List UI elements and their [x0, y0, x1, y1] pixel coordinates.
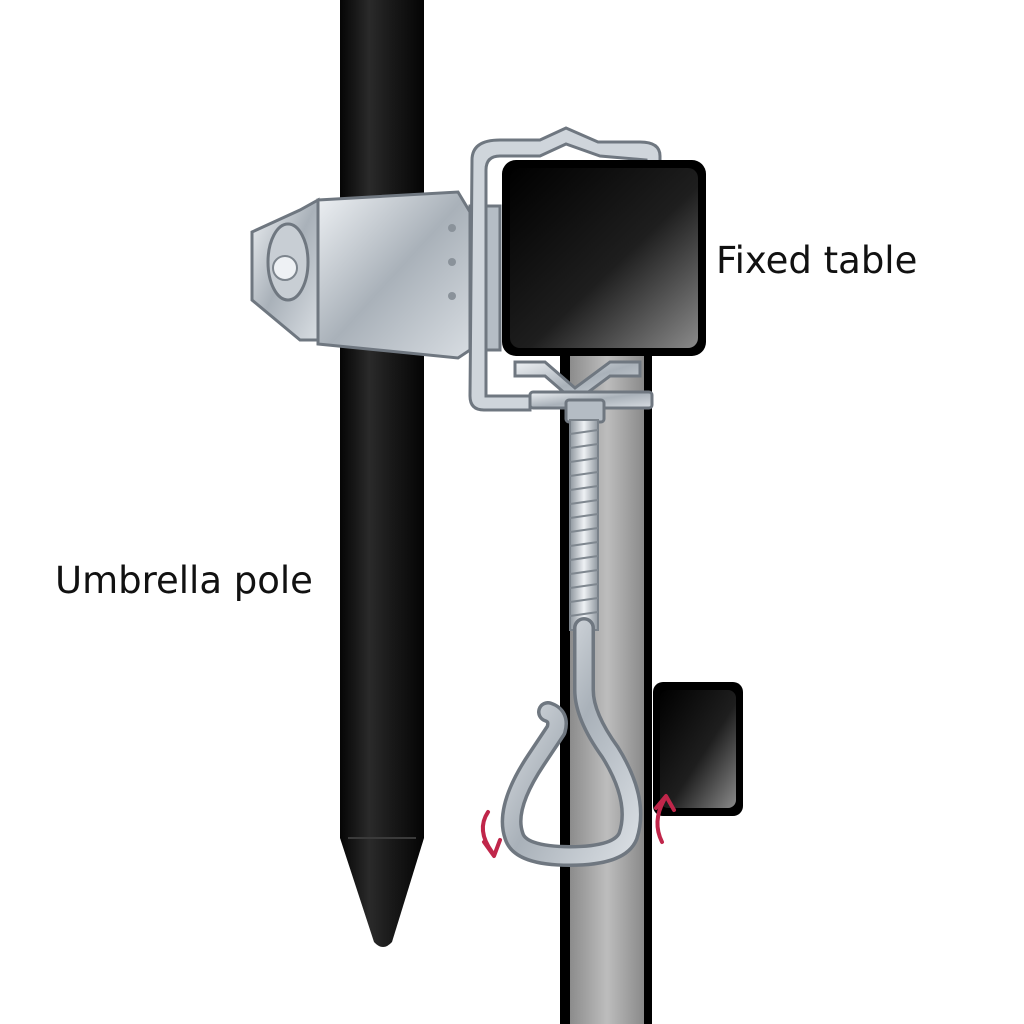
fixed-table-label: Fixed table — [716, 239, 918, 282]
umbrella-pole-label: Umbrella pole — [55, 559, 313, 602]
rotate-arrow-icon — [480, 810, 502, 858]
table-block-icon — [653, 682, 743, 816]
table-block-icon — [502, 160, 706, 356]
eye-hook-icon — [500, 617, 643, 867]
clamp-bracket-icon — [250, 126, 662, 412]
rotate-arrow-icon — [654, 794, 676, 844]
clamp-bracket-icon — [513, 360, 654, 424]
threaded-bolt-icon — [569, 419, 599, 631]
umbrella-pole-icon — [340, 0, 424, 947]
